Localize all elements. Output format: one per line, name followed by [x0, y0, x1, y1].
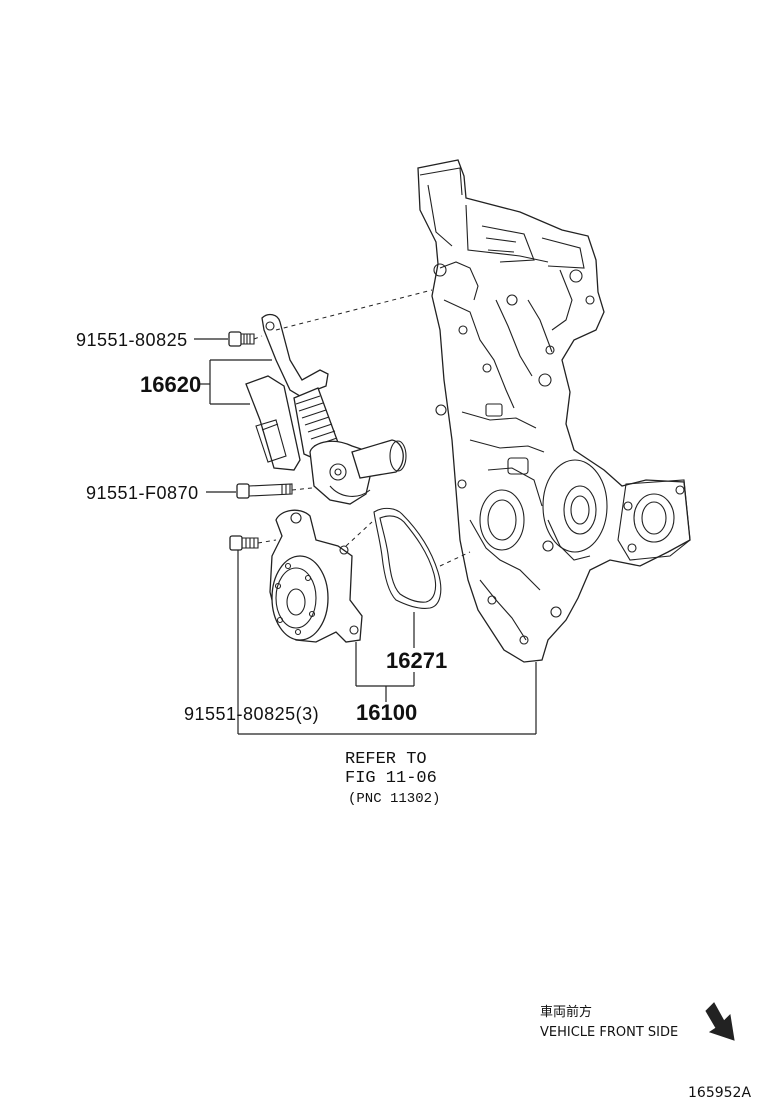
reference-line-2: FIG 11-06: [345, 769, 437, 788]
label-bolt-top: 91551-80825: [76, 330, 188, 350]
assembly-lines: [253, 289, 471, 567]
label-water-pump: 16100: [356, 700, 417, 725]
front-direction-arrow-icon: [705, 1002, 735, 1041]
timing-chain-cover: [417, 159, 691, 663]
water-pump: [269, 509, 363, 643]
bolt-top: [228, 331, 255, 347]
belt-tensioner: [245, 313, 407, 505]
orientation-english: VEHICLE FRONT SIDE: [540, 1025, 678, 1040]
label-bolt-long: 91551-F0870: [86, 483, 199, 503]
orientation-japanese: 車両前方: [540, 1004, 592, 1020]
reference-line-1: REFER TO: [345, 750, 427, 769]
bolt-set: [229, 535, 259, 551]
leader-lines: [194, 338, 537, 735]
water-pump-gasket: [373, 507, 442, 609]
label-gasket: 16271: [386, 648, 447, 673]
label-bolt-set: 91551-80825(3): [184, 704, 319, 724]
figure-id: 165952A: [688, 1085, 751, 1101]
label-tensioner: 16620: [140, 372, 201, 397]
bolt-long: [236, 483, 293, 499]
reference-line-3: (PNC 11302): [348, 791, 440, 807]
